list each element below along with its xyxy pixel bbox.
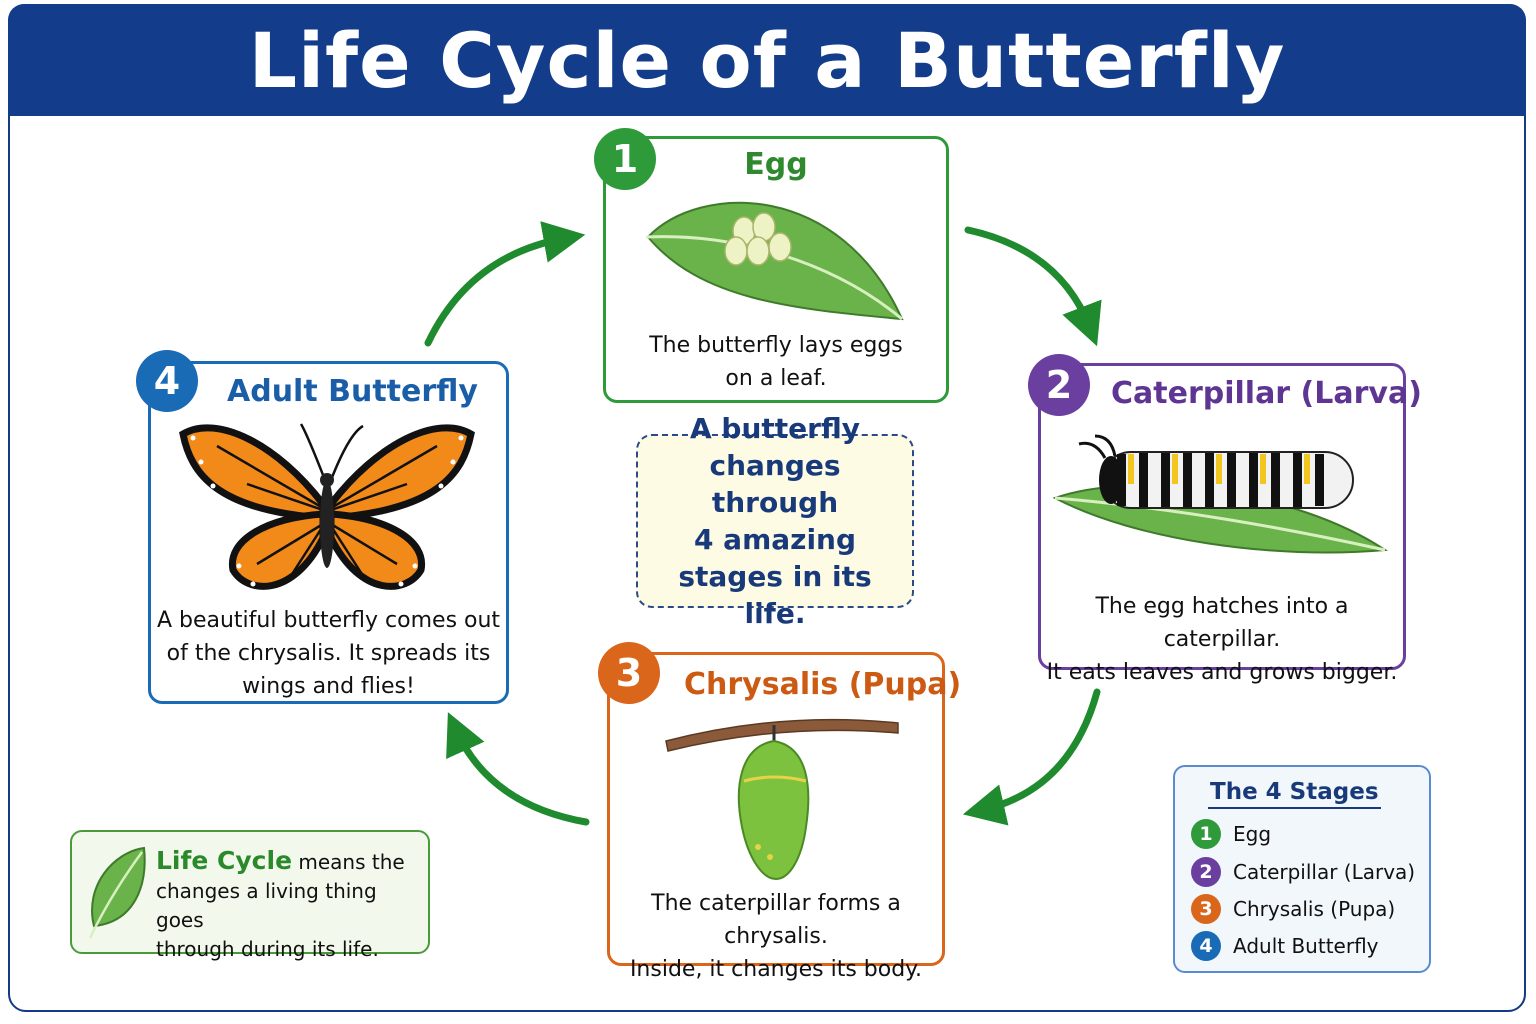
- definition-term: Life Cycle: [156, 846, 293, 875]
- stage-title-adult: Adult Butterfly: [227, 374, 478, 409]
- stage-desc-egg: The butterfly lays eggs on a leaf.: [649, 333, 903, 391]
- stages-legend: The 4 Stages 1 Egg 2 Caterpillar (Larva)…: [1173, 765, 1431, 973]
- butterfly-icon: [179, 423, 475, 590]
- legend-title: The 4 Stages: [1208, 779, 1381, 809]
- stage-card-caterpillar: Caterpillar (Larva) The egg hatches into…: [1038, 363, 1422, 685]
- legend-item-caterpillar: 2 Caterpillar (Larva): [1191, 857, 1415, 887]
- definition-text: Life Cycle means the changes a living th…: [156, 846, 405, 961]
- stage-card-egg: Egg The butterfly lays eggs on a leaf.: [603, 136, 949, 403]
- stage-badge-2: 2: [1028, 354, 1090, 416]
- eggs-on-leaf-icon: [645, 201, 904, 321]
- legend-item-egg: 1 Egg: [1191, 819, 1271, 849]
- stage-card-adult: Adult Butterfly A beautiful butterfly co…: [148, 361, 509, 704]
- stage-card-chrysalis: Chrysalis (Pupa) The caterpillar forms a…: [607, 652, 961, 982]
- arrow-chrysalis-to-adult: [446, 712, 590, 826]
- stage-title-caterpillar: Caterpillar (Larva): [1111, 376, 1422, 411]
- definition-box: Life Cycle means the changes a living th…: [70, 830, 430, 961]
- legend-badge-1: 1: [1191, 819, 1221, 849]
- caterpillar-icon: [1052, 434, 1388, 554]
- legend-item-adult: 4 Adult Butterfly: [1191, 931, 1379, 961]
- legend-badge-2: 2: [1191, 857, 1221, 887]
- stage-badge-1: 1: [594, 128, 656, 190]
- page-title: Life Cycle of a Butterfly: [248, 15, 1286, 105]
- legend-badge-3: 3: [1191, 894, 1221, 924]
- stage-title-egg: Egg: [744, 147, 808, 182]
- stage-desc-caterpillar: The egg hatches into a caterpillar. It e…: [1046, 594, 1398, 685]
- legend-item-chrysalis: 3 Chrysalis (Pupa): [1191, 894, 1395, 924]
- chrysalis-icon: [665, 718, 899, 881]
- stage-title-chrysalis: Chrysalis (Pupa): [684, 667, 962, 702]
- stage-badge-4: 4: [136, 350, 198, 412]
- center-note: A butterfly changes through 4 amazing st…: [636, 412, 914, 630]
- arrow-caterpillar-to-chrysalis: [962, 688, 1101, 826]
- arrow-adult-to-egg: [424, 221, 586, 347]
- arrow-egg-to-caterpillar: [964, 226, 1102, 347]
- stage-desc-adult: A beautiful butterfly comes out of the c…: [156, 608, 501, 699]
- stage-badge-3: 3: [598, 642, 660, 704]
- title-banner: Life Cycle of a Butterfly: [8, 4, 1526, 116]
- stage-desc-chrysalis: The caterpillar forms a chrysalis. Insid…: [629, 891, 923, 982]
- leaf-icon: [88, 846, 146, 939]
- legend-badge-4: 4: [1191, 931, 1221, 961]
